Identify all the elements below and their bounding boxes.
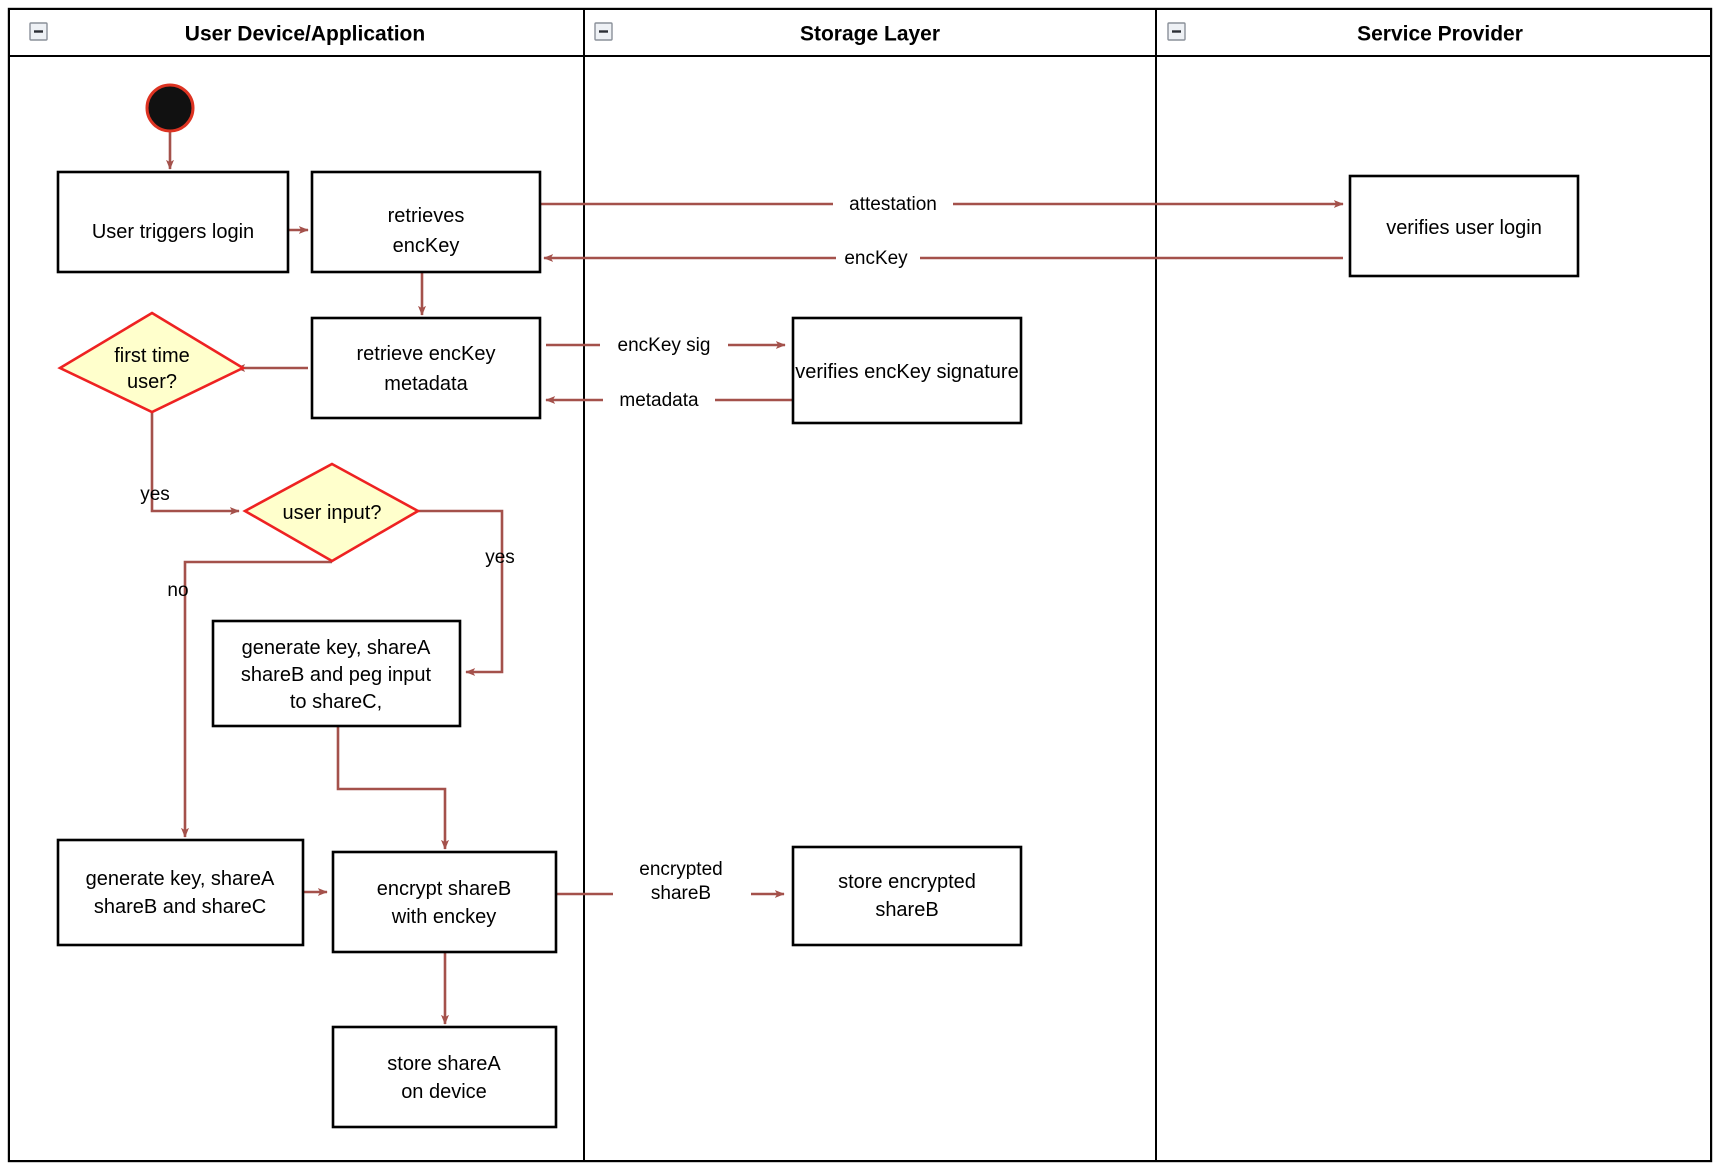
node-encrypt-shareb-line2: with enckey	[391, 906, 497, 928]
node-verifies-user-login-line1: verifies user login	[1386, 217, 1542, 239]
node-store-encrypted-shareb-line2: shareB	[875, 899, 938, 921]
lane-storage-collapse-icon[interactable]	[594, 22, 613, 41]
edge-enckey-label-bg	[836, 245, 920, 271]
node-store-sharea-box[interactable]	[331, 1025, 558, 1129]
edge-enckey-sig-label: encKey sig	[618, 335, 711, 356]
node-retrieves-enckey[interactable]: retrieves encKey	[310, 170, 542, 274]
node-user-input[interactable]: user input?	[242, 462, 421, 563]
node-user-input-diamond[interactable]	[242, 462, 421, 563]
node-retrieve-enckey-metadata-line2: metadata	[384, 373, 468, 395]
node-retrieve-enckey-metadata-line1: retrieve encKey	[357, 343, 496, 365]
node-encrypt-shareb-line1: encrypt shareB	[377, 878, 512, 900]
lane-storage[interactable]: Storage Layer	[583, 8, 1157, 1162]
node-retrieve-enckey-metadata-box[interactable]	[310, 316, 542, 420]
node-verifies-user-login-box[interactable]	[1348, 174, 1580, 278]
lane-user-device-title: User Device/Application	[185, 23, 425, 46]
node-store-encrypted-shareb-box[interactable]	[791, 845, 1023, 947]
lane-user-device-collapse-icon[interactable]	[29, 22, 48, 41]
lane-user-device-header[interactable]	[8, 8, 585, 57]
node-store-encrypted-shareb[interactable]: store encrypted shareB	[791, 845, 1023, 947]
lane-service-provider-header[interactable]	[1155, 8, 1712, 57]
node-user-triggers-login-box[interactable]	[56, 170, 290, 274]
node-first-time-user[interactable]: first time user?	[57, 311, 246, 414]
node-first-time-user-line1: first time	[114, 345, 190, 367]
edge-userinput-yes	[413, 509, 504, 676]
node-user-triggers-login[interactable]: User triggers login	[56, 170, 290, 274]
edge-peg-to-encrypt	[336, 726, 449, 850]
initial-node-circle[interactable]	[145, 83, 195, 133]
node-encrypt-shareb-box[interactable]	[331, 850, 558, 954]
node-store-sharea-line1: store shareA	[387, 1053, 501, 1075]
node-generate-key-peg-line2: shareB and peg input	[241, 664, 432, 686]
node-generate-key-peg[interactable]: generate key, shareA shareB and peg inpu…	[211, 619, 462, 728]
edge-encrypted-shareb-label-bg	[613, 854, 751, 912]
node-store-sharea-line2: on device	[401, 1081, 487, 1103]
node-start[interactable]	[145, 83, 195, 133]
node-generate-key-sharec-line1: generate key, shareA	[86, 868, 275, 890]
edge-encrypted-shareb-label-line2: shareB	[651, 883, 711, 904]
edge-attestation-label-bg	[833, 191, 953, 217]
node-verifies-enckey-signature[interactable]: verifies encKey signature	[791, 316, 1023, 425]
node-user-triggers-login-line1: User triggers login	[92, 221, 254, 243]
lane-storage-body	[583, 55, 1157, 1162]
node-generate-key-peg-line3: to shareC,	[290, 691, 382, 713]
edge-metadata-label-bg	[603, 387, 715, 413]
node-user-input-line1: user input?	[283, 502, 382, 524]
node-generate-key-peg-line1: generate key, shareA	[242, 637, 431, 659]
node-generate-key-peg-box[interactable]	[211, 619, 462, 728]
node-store-sharea[interactable]: store shareA on device	[331, 1025, 558, 1129]
edge-firsttime-yes-label: yes	[140, 484, 170, 505]
node-verifies-enckey-signature-line1: verifies encKey signature	[795, 361, 1018, 383]
node-verifies-user-login[interactable]: verifies user login	[1348, 174, 1580, 278]
node-generate-key-sharec[interactable]: generate key, shareA shareB and shareC	[56, 838, 305, 947]
node-first-time-user-line2: user?	[127, 371, 177, 393]
edge-enckey-label: encKey	[844, 248, 908, 269]
node-encrypt-shareb[interactable]: encrypt shareB with enckey	[331, 850, 558, 954]
node-retrieves-enckey-line1: retrieves	[388, 205, 465, 227]
edge-encrypted-shareb-label-line1: encrypted	[639, 859, 722, 880]
edge-userinput-no-label: no	[167, 580, 188, 601]
edge-enckey-sig-label-bg	[600, 332, 728, 358]
node-store-encrypted-shareb-line1: store encrypted	[838, 871, 976, 893]
node-first-time-user-diamond[interactable]	[57, 311, 246, 414]
lane-service-provider-title: Service Provider	[1357, 23, 1523, 46]
node-retrieves-enckey-line2: encKey	[393, 235, 460, 257]
edge-attestation-label: attestation	[849, 194, 937, 215]
node-retrieves-enckey-box[interactable]	[310, 170, 542, 274]
node-verifies-enckey-signature-box[interactable]	[791, 316, 1023, 425]
node-generate-key-sharec-box[interactable]	[56, 838, 305, 947]
lane-service-provider-collapse-icon[interactable]	[1167, 22, 1186, 41]
edge-userinput-no	[181, 560, 332, 838]
edge-userinput-yes-label: yes	[485, 547, 515, 568]
edge-metadata-label: metadata	[619, 390, 699, 411]
lane-storage-title: Storage Layer	[800, 23, 940, 46]
node-retrieve-enckey-metadata[interactable]: retrieve encKey metadata	[310, 316, 542, 420]
node-generate-key-sharec-line2: shareB and shareC	[94, 896, 266, 918]
edge-firsttime-yes	[150, 412, 240, 515]
